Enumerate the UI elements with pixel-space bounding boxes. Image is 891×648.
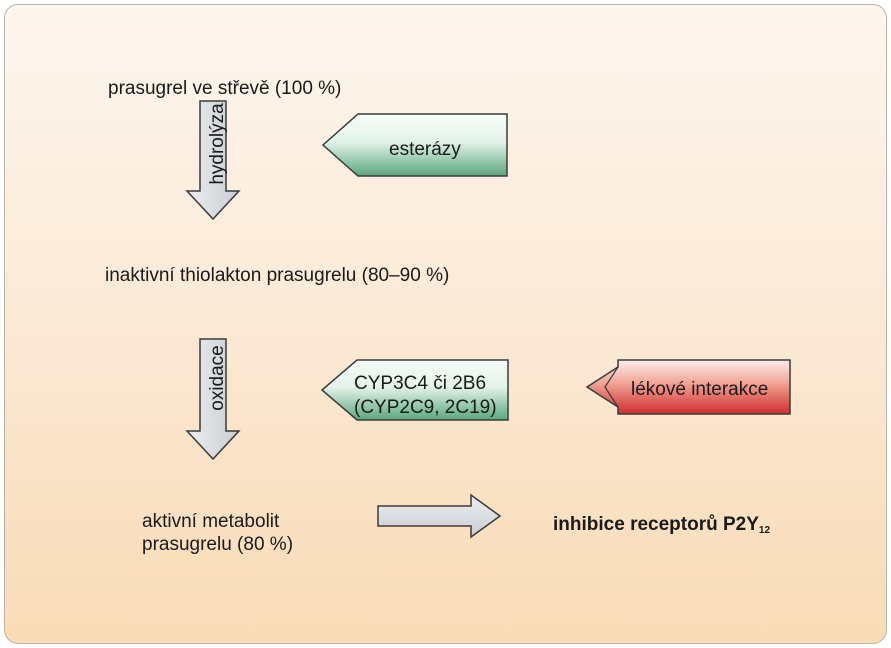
diagram-shapes [185,100,791,539]
node-inhibice: inhibice receptorů P2Y12 [553,513,770,542]
inhibice-subscript: 12 [758,525,771,536]
cyp-box [320,359,509,421]
step-hydrolyza: hydrolýza [207,103,228,185]
inhibice-text: inhibice receptorů P2Y [553,514,759,535]
oxidace-arrow [185,338,241,461]
metabolit-line2: prasugrelu (80 %) [142,534,294,555]
metabolit-line1: aktivní metabolit [142,511,280,532]
node-prasugrel: prasugrel ve střevě (100 %) [108,78,342,99]
lekove-notch [604,366,619,408]
enzyme-cyp: CYP3C4 či 2B6 (CYP2C9, 2C19) [354,372,497,420]
diagram-frame: prasugrel ve střevě (100 %) inaktivní th… [4,4,887,644]
cyp-line2: (CYP2C9, 2C19) [354,397,497,418]
inhibice-arrow [377,493,502,539]
node-thiolakton: inaktivní thiolakton prasugrelu (80–90 %… [105,265,450,286]
hydrolyza-arrow [185,100,241,221]
lekove-interakce-arrow [585,359,791,415]
node-metabolit: aktivní metabolit prasugrelu (80 %) [142,510,382,556]
cyp-line1: CYP3C4 či 2B6 [354,373,487,394]
enzyme-esterazy: esterázy [389,139,461,160]
enzyme-lekove-interakce: lékové interakce [631,379,769,400]
step-oxidace: oxidace [207,345,228,411]
esterazy-box [321,113,508,177]
